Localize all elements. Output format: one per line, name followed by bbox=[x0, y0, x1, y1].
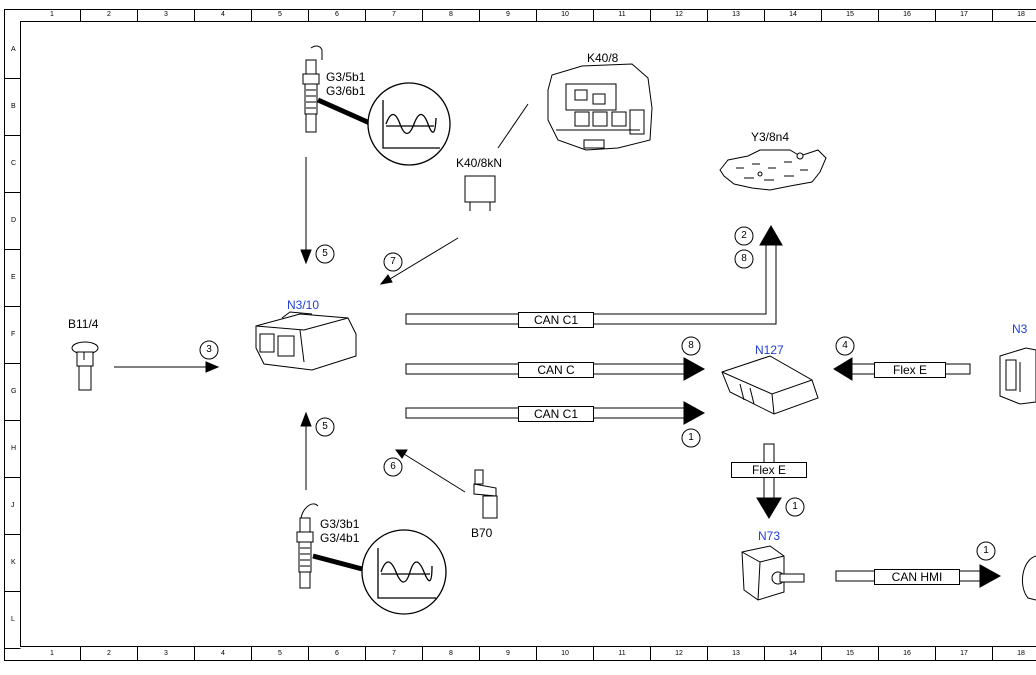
step-1-can: 1 bbox=[685, 431, 697, 445]
column-label: 16 bbox=[897, 11, 917, 19]
label-g3-3b1: G3/3b1 bbox=[320, 517, 359, 531]
column-label: 7 bbox=[384, 650, 404, 658]
column-label: 18 bbox=[1011, 650, 1031, 658]
frame bbox=[5, 10, 1036, 661]
column-label: 4 bbox=[213, 650, 233, 658]
label-n3-10: N3/10 bbox=[287, 298, 319, 312]
step-6: 6 bbox=[387, 460, 399, 474]
column-label: 3 bbox=[156, 650, 176, 658]
label-g3-6b1: G3/6b1 bbox=[326, 84, 365, 98]
column-label: 9 bbox=[498, 650, 518, 658]
step-5-top: 5 bbox=[319, 247, 331, 261]
column-label: 6 bbox=[327, 11, 347, 19]
key-reader-partial-icon bbox=[1022, 556, 1036, 600]
row-label: K bbox=[11, 559, 16, 567]
step-3: 3 bbox=[203, 343, 215, 357]
engine-control-unit-icon bbox=[256, 312, 356, 370]
column-label: 12 bbox=[669, 650, 689, 658]
relay-icon bbox=[465, 176, 495, 211]
row-label: E bbox=[11, 274, 16, 282]
step-2: 2 bbox=[738, 229, 750, 243]
column-label: 17 bbox=[954, 11, 974, 19]
step-circles bbox=[200, 227, 995, 560]
step-1-hmi: 1 bbox=[980, 544, 992, 558]
column-label: 2 bbox=[99, 11, 119, 19]
label-b11-4: B11/4 bbox=[68, 317, 98, 331]
row-label: L bbox=[11, 616, 15, 624]
column-label: 8 bbox=[441, 11, 461, 19]
column-label: 15 bbox=[840, 11, 860, 19]
label-g3-5b1: G3/5b1 bbox=[326, 70, 365, 84]
ignition-switch-icon bbox=[742, 546, 804, 600]
arrowheads bbox=[684, 226, 1000, 587]
step-5-bottom: 5 bbox=[319, 420, 331, 434]
column-label: 9 bbox=[498, 11, 518, 19]
label-k40-8: K40/8 bbox=[587, 51, 618, 65]
label-y3-8n4: Y3/8n4 bbox=[751, 130, 789, 144]
column-label: 3 bbox=[156, 11, 176, 19]
column-label: 4 bbox=[213, 11, 233, 19]
bus-label-can-hmi: CAN HMI bbox=[874, 569, 960, 585]
label-n73: N73 bbox=[758, 529, 780, 543]
row-label: C bbox=[11, 160, 16, 168]
row-label: D bbox=[11, 217, 16, 225]
column-label: 17 bbox=[954, 650, 974, 658]
column-label: 5 bbox=[270, 650, 290, 658]
column-label: 11 bbox=[612, 650, 632, 658]
column-label: 11 bbox=[612, 11, 632, 19]
column-label: 10 bbox=[555, 11, 575, 19]
column-label: 13 bbox=[726, 650, 746, 658]
sine-graph-bottom-icon bbox=[362, 530, 446, 614]
column-label: 8 bbox=[441, 650, 461, 658]
column-label: 7 bbox=[384, 11, 404, 19]
fuse-relay-module-icon bbox=[498, 64, 652, 150]
bus-label-can-c1-top: CAN C1 bbox=[518, 312, 594, 328]
control-unit-partial-icon bbox=[1000, 348, 1036, 404]
row-label: B bbox=[11, 103, 16, 111]
row-label: F bbox=[11, 331, 15, 339]
column-label: 6 bbox=[327, 650, 347, 658]
label-g3-4b1: G3/4b1 bbox=[320, 531, 359, 545]
row-label: J bbox=[11, 502, 15, 510]
label-n3-partial: N3 bbox=[1012, 322, 1027, 336]
column-label: 14 bbox=[783, 11, 803, 19]
column-label: 12 bbox=[669, 11, 689, 19]
label-k40-8kn: K40/8kN bbox=[456, 156, 502, 170]
row-label: H bbox=[11, 445, 16, 453]
step-4: 4 bbox=[839, 339, 851, 353]
bus-label-can-c1-bottom: CAN C1 bbox=[518, 406, 594, 422]
column-label: 16 bbox=[897, 650, 917, 658]
column-label: 1 bbox=[42, 11, 62, 19]
bus-label-flex-e-right: Flex E bbox=[874, 362, 946, 378]
column-label: 13 bbox=[726, 11, 746, 19]
column-label: 5 bbox=[270, 11, 290, 19]
row-label: G bbox=[11, 388, 16, 396]
column-label: 15 bbox=[840, 650, 860, 658]
crankshaft-sensor-icon bbox=[474, 470, 497, 518]
transmission-valve-body-icon bbox=[720, 150, 826, 190]
column-label: 18 bbox=[1011, 11, 1031, 19]
step-1-flex: 1 bbox=[789, 500, 801, 514]
bus-label-can-c: CAN C bbox=[518, 362, 594, 378]
column-label: 2 bbox=[99, 650, 119, 658]
column-label: 1 bbox=[42, 650, 62, 658]
sine-graph-top-icon bbox=[368, 83, 450, 165]
label-b70: B70 bbox=[471, 526, 492, 540]
column-label: 14 bbox=[783, 650, 803, 658]
label-n127: N127 bbox=[755, 343, 784, 357]
powertrain-control-unit-icon bbox=[722, 356, 818, 414]
step-7: 7 bbox=[387, 255, 399, 269]
step-8-y3: 8 bbox=[738, 252, 750, 266]
temperature-sensor-icon bbox=[72, 342, 98, 390]
row-label: A bbox=[11, 46, 16, 54]
step-8-n127: 8 bbox=[685, 339, 697, 353]
bus-label-flex-e-down: Flex E bbox=[731, 462, 807, 478]
column-label: 10 bbox=[555, 650, 575, 658]
